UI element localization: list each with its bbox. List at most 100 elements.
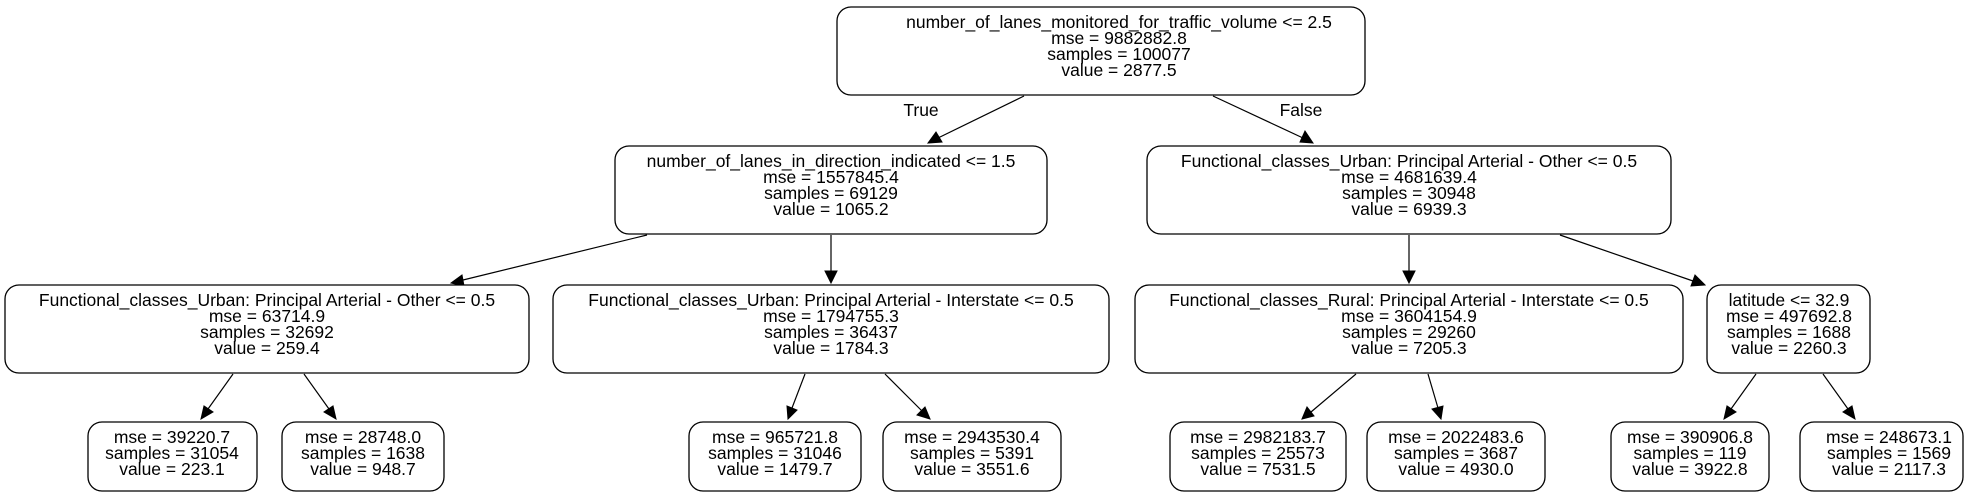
tree-node-right-left: Functional_classes_Rural: Principal Arte… [1134, 284, 1684, 374]
node-predicted-value: value = 3551.6 [914, 459, 1029, 479]
edge-label-false: False [1280, 100, 1323, 120]
node-samples-count: samples = 119 [1633, 443, 1746, 463]
edge-left-leftleft [449, 234, 648, 287]
node-box [281, 421, 445, 492]
edge-right-rightleft [1402, 235, 1416, 285]
node-mse-value: mse = 2982183.7 [1190, 427, 1326, 447]
node-predicted-value: value = 7205.3 [1351, 338, 1466, 358]
node-predicted-value: value = 2260.3 [1731, 338, 1846, 358]
node-mse-value: mse = 497692.8 [1726, 306, 1852, 326]
node-mse-value: mse = 4681639.4 [1341, 167, 1477, 187]
node-samples-count: samples = 5391 [910, 443, 1034, 463]
node-samples-count: samples = 36437 [764, 322, 898, 342]
node-box [4, 284, 530, 374]
node-box [1366, 421, 1546, 492]
node-mse-value: mse = 9882882.8 [1051, 28, 1187, 48]
edge-root-right [1212, 95, 1314, 144]
node-split-condition: Functional_classes_Urban: Principal Arte… [1181, 151, 1637, 172]
node-box [688, 421, 862, 492]
node-box [552, 284, 1110, 374]
node-predicted-value: value = 2877.5 [1061, 60, 1176, 80]
node-box [836, 6, 1366, 96]
node-samples-count: samples = 30948 [1342, 183, 1476, 203]
node-split-condition: number_of_lanes_monitored_for_traffic_vo… [906, 12, 1332, 33]
node-split-condition: number_of_lanes_in_direction_indicated <… [647, 151, 1016, 172]
edge-rl-leaf1 [1301, 373, 1357, 420]
node-samples-count: samples = 69129 [764, 183, 898, 203]
node-mse-value: mse = 63714.9 [209, 306, 325, 326]
node-predicted-value: value = 1784.3 [773, 338, 888, 358]
node-box [882, 421, 1062, 492]
edge-rr-leaf2 [1822, 373, 1856, 421]
node-samples-count: samples = 29260 [1342, 322, 1476, 342]
node-mse-value: mse = 248673.1 [1826, 427, 1952, 447]
node-box [1134, 284, 1684, 374]
node-samples-count: samples = 25573 [1191, 443, 1325, 463]
node-mse-value: mse = 2022483.6 [1388, 427, 1524, 447]
node-samples-count: samples = 1638 [301, 443, 425, 463]
node-mse-value: mse = 28748.0 [305, 427, 422, 447]
edge-lr-leaf2 [884, 373, 931, 420]
node-split-condition: Functional_classes_Urban: Principal Arte… [39, 290, 495, 311]
node-box [1169, 421, 1347, 492]
node-box [1706, 284, 1871, 374]
edge-ll-leaf1 [200, 373, 234, 421]
tree-edges [200, 95, 1856, 421]
node-mse-value: mse = 2943530.4 [904, 427, 1040, 447]
node-samples-count: samples = 31046 [708, 443, 842, 463]
node-predicted-value: value = 259.4 [214, 338, 320, 358]
node-box [1610, 421, 1770, 492]
node-mse-value: mse = 3604154.9 [1341, 306, 1477, 326]
node-box [614, 145, 1048, 235]
edge-ll-leaf2 [303, 373, 337, 421]
node-mse-value: mse = 965721.8 [712, 427, 838, 447]
node-predicted-value: value = 3922.8 [1632, 459, 1747, 479]
node-predicted-value: value = 6939.3 [1351, 199, 1466, 219]
tree-node-root: number_of_lanes_monitored_for_traffic_vo… [836, 6, 1366, 96]
node-samples-count: samples = 3687 [1394, 443, 1518, 463]
node-predicted-value: value = 948.7 [310, 459, 416, 479]
node-samples-count: samples = 1569 [1827, 443, 1951, 463]
node-samples-count: samples = 31054 [105, 443, 239, 463]
node-predicted-value: value = 4930.0 [1398, 459, 1514, 479]
edge-rl-leaf2 [1427, 373, 1444, 421]
node-predicted-value: value = 7531.5 [1200, 459, 1315, 479]
edge-root-left [926, 95, 1025, 144]
tree-node-left-right: Functional_classes_Urban: Principal Arte… [552, 284, 1110, 374]
node-split-condition: Functional_classes_Urban: Principal Arte… [588, 290, 1073, 311]
node-samples-count: samples = 100077 [1047, 44, 1191, 64]
node-mse-value: mse = 1557845.4 [763, 167, 899, 187]
node-split-condition: latitude <= 32.9 [1729, 290, 1850, 310]
tree-node-left: number_of_lanes_in_direction_indicated <… [614, 145, 1048, 235]
node-split-condition: Functional_classes_Rural: Principal Arte… [1169, 290, 1649, 311]
node-predicted-value: value = 2117.3 [1832, 459, 1946, 479]
node-predicted-value: value = 1479.7 [717, 459, 832, 479]
tree-node-right: Functional_classes_Urban: Principal Arte… [1146, 145, 1672, 235]
edge-right-rightright [1559, 234, 1707, 287]
node-mse-value: mse = 39220.7 [114, 427, 230, 447]
edge-label-true: True [903, 100, 938, 120]
node-predicted-value: value = 1065.2 [773, 199, 888, 219]
node-samples-count: samples = 1688 [1727, 322, 1851, 342]
node-predicted-value: value = 223.1 [119, 459, 225, 479]
node-box [1146, 145, 1672, 235]
tree-node-left-left: Functional_classes_Urban: Principal Arte… [4, 284, 530, 374]
node-samples-count: samples = 32692 [200, 322, 334, 342]
node-box [87, 421, 258, 492]
edge-rr-leaf1 [1723, 373, 1757, 421]
node-box [1799, 421, 1964, 492]
edge-left-leftright [824, 235, 838, 285]
node-mse-value: mse = 1794755.3 [763, 306, 899, 326]
edge-lr-leaf1 [786, 373, 806, 421]
node-mse-value: mse = 390906.8 [1627, 427, 1753, 447]
